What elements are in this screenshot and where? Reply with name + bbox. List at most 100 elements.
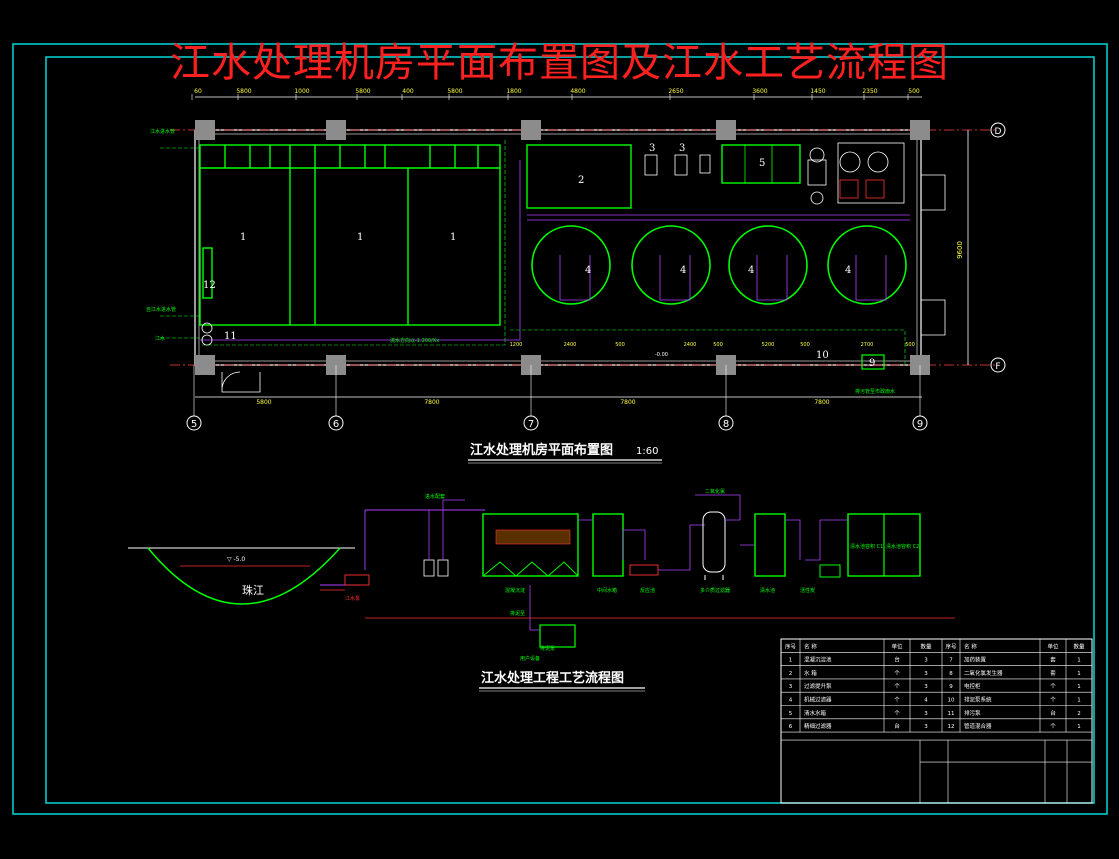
bottom-dim-2: 7800 [620, 399, 635, 406]
grid-label-6: 6 [333, 419, 339, 430]
plan-caption: 江水处理机房平面布置图 [470, 442, 613, 458]
table-cell: 2 [789, 671, 793, 677]
table-cell: 排泥泵系统 [964, 696, 992, 704]
svg-text:排污管至市政雨水: 排污管至市政雨水 [855, 388, 895, 395]
table-cell: 3 [924, 711, 928, 717]
table-cell: 个 [1050, 697, 1056, 704]
dosing-units [644, 142, 905, 205]
label-12: 12 [203, 280, 216, 291]
table-cell: 2 [1077, 711, 1081, 717]
table-cell: 3 [924, 658, 928, 664]
table-cell: 11 [948, 711, 955, 717]
table-cell: 排污泵 [964, 709, 981, 717]
columns [195, 120, 930, 375]
table-cell: 水 箱 [804, 669, 817, 677]
top-dim-7: 4800 [570, 88, 585, 95]
plan-scale: 1:60 [636, 446, 658, 457]
label-1c: 1 [450, 232, 456, 243]
table-cell: 12 [948, 724, 955, 730]
label-5: 5 [759, 158, 765, 169]
top-dim-9: 3600 [752, 88, 767, 95]
table-header-cell: 单位 [1047, 642, 1059, 650]
svg-text:混凝沉淀: 混凝沉淀 [505, 587, 525, 594]
table-cell: 台 [894, 722, 900, 730]
top-dim-3: 5800 [355, 88, 370, 95]
svg-text:中间水箱: 中间水箱 [597, 587, 617, 594]
top-dim-5: 5800 [447, 88, 462, 95]
table-cell: 6 [789, 724, 793, 730]
grid-label-5: 5 [191, 419, 197, 430]
table-cell: 管道混合器 [964, 722, 992, 730]
table-cell: 8 [949, 671, 953, 677]
tank-2 [526, 144, 632, 209]
top-dim-1: 5800 [236, 88, 251, 95]
drain-lines [160, 140, 906, 365]
table-cell: 1 [1077, 698, 1081, 704]
table-cell: 台 [1050, 709, 1056, 717]
interior-dim-4: 500 [713, 342, 723, 348]
row-bubble-D [990, 122, 1006, 138]
label-4c: 4 [748, 265, 754, 276]
table-cell: 个 [894, 670, 900, 677]
water-level: ▽ -5.0 [227, 556, 245, 563]
label-3b: 3 [679, 143, 685, 154]
svg-text:-0.00: -0.00 [655, 352, 668, 358]
table-header-cell: 序号 [945, 642, 957, 650]
svg-text:二氧化氯: 二氧化氯 [705, 488, 725, 495]
label-1a: 1 [240, 232, 246, 243]
grid-label-8: 8 [723, 419, 729, 430]
table-cell: 机械过滤器 [804, 696, 832, 704]
svg-text:反应池: 反应池 [640, 587, 655, 594]
table-cell: 1 [1077, 658, 1081, 664]
table-header-cell: 数量 [1073, 642, 1085, 650]
table-cell: 套 [1050, 656, 1056, 664]
bottom-dim-3: 7800 [814, 399, 829, 406]
sedimentation-tanks [199, 144, 501, 326]
interior-dim-5: 5200 [762, 342, 775, 348]
svg-text:江水: 江水 [155, 335, 165, 342]
svg-text:活性炭: 活性炭 [800, 587, 815, 594]
interior-dim-7: 2700 [861, 342, 874, 348]
overall-dim: 9600 [956, 241, 964, 259]
table-cell: 过滤提升泵 [804, 682, 832, 690]
table-cell: 1 [789, 658, 793, 664]
table-cell: 电控柜 [964, 682, 981, 690]
svg-text:清水池: 清水池 [760, 587, 775, 594]
table-cell: 7 [949, 658, 953, 664]
label-9: 9 [869, 358, 875, 369]
top-dim-8: 2650 [668, 88, 683, 95]
row-label-D: D [995, 127, 1002, 137]
table-cell: 个 [894, 683, 900, 690]
label-11: 11 [224, 331, 237, 342]
label-10: 10 [816, 350, 829, 361]
table-cell: 10 [948, 698, 955, 704]
interior-dim-2: 500 [615, 342, 625, 348]
table-header-cell: 名 称 [804, 642, 817, 650]
main-title: 江水处理机房平面布置图及江水工艺流程图 [170, 40, 949, 86]
pipe-notes: 江水进水管 自江水进水管 江水 排污管至市政雨水 流水方向以-1.200/Xx … [146, 128, 895, 395]
table-cell: 清水水箱 [804, 709, 827, 717]
top-dim-10: 1450 [810, 88, 825, 95]
label-2: 2 [578, 175, 584, 186]
table-header-cell: 单位 [891, 642, 903, 650]
process-flow: ▽ -5.0 珠江 清水池容积 C1 清水池容积 [128, 488, 955, 692]
grid-bubble-6 [328, 415, 344, 431]
table-cell: 3 [924, 684, 928, 690]
table-cell: 二氧化氯发生器 [964, 669, 1003, 677]
top-dim-0: 60 [194, 88, 202, 95]
svg-text:自江水进水管: 自江水进水管 [146, 306, 176, 313]
table-cell: 9 [949, 684, 953, 690]
grid-label-9: 9 [917, 419, 923, 430]
table-cell: 加药装置 [964, 656, 987, 664]
table-cell: 个 [1050, 723, 1056, 730]
table-cell: 混凝沉淀池 [804, 656, 832, 664]
row-bubble-F [990, 357, 1006, 373]
grid-bubble-8 [718, 415, 734, 431]
process-caption: 江水处理工程工艺流程图 [481, 670, 624, 686]
label-4a: 4 [585, 265, 591, 276]
table-cell: 个 [894, 697, 900, 704]
